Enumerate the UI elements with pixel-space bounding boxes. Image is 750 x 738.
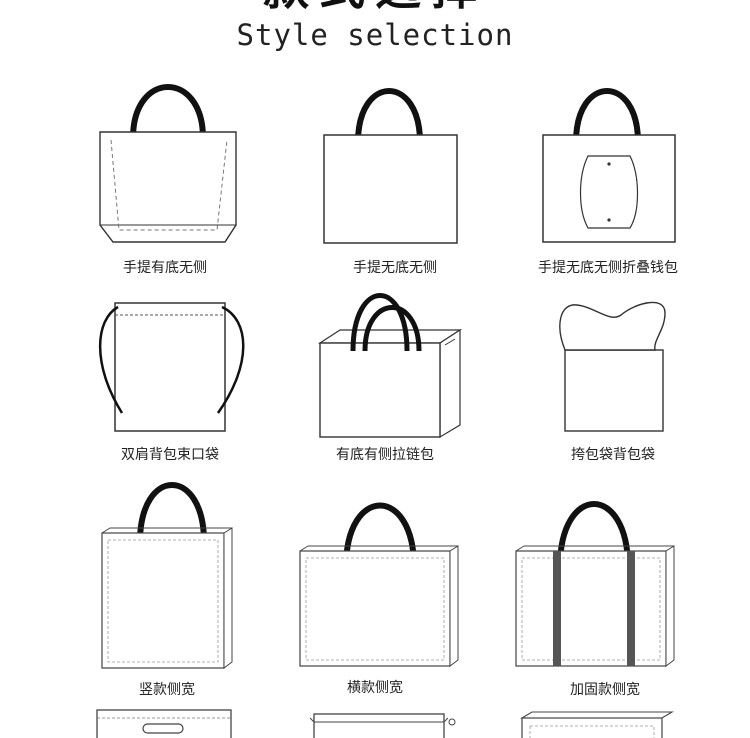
drawstring-backpack-icon [98, 302, 245, 432]
page-title-cn: 款式选择 [0, 0, 750, 10]
drawstring-flat-bag-icon [309, 713, 456, 738]
bag-satchel-backpack[interactable] [555, 295, 675, 435]
bag-foldable-wallet[interactable] [540, 80, 680, 250]
style-label: 双肩背包束口袋 [121, 447, 219, 463]
style-label: 加固款侧宽 [570, 682, 640, 698]
tote-no-bottom-no-side-icon [323, 88, 458, 244]
style-label: 有底有侧拉链包 [336, 447, 434, 463]
tote-bottom-no-side-icon [99, 84, 237, 243]
bag-drawstring-flat[interactable] [308, 708, 458, 738]
bag-tote-bottom-no-side[interactable] [95, 80, 245, 250]
bag-zipper-tote[interactable] [315, 285, 465, 439]
style-label: 手提有底无侧 [123, 260, 207, 276]
foldable-wallet-bag-icon [542, 88, 676, 243]
style-label: 手提无底无侧折叠钱包 [538, 260, 678, 276]
zipper-tote-icon [317, 293, 463, 439]
bag-die-cut-handle[interactable] [95, 708, 235, 738]
bag-box-gusset[interactable] [512, 708, 677, 738]
bag-vertical-gusset[interactable] [100, 478, 240, 673]
style-label: 挎包袋背包袋 [571, 447, 655, 463]
bag-horizontal-gusset[interactable] [298, 495, 463, 670]
style-label: 竖款侧宽 [139, 682, 195, 698]
reinforced-gusset-bag-icon [515, 501, 675, 667]
bag-drawstring-backpack[interactable] [90, 295, 260, 435]
bag-tote-no-bottom-no-side[interactable] [320, 80, 460, 250]
style-label: 横款侧宽 [347, 680, 403, 696]
bag-reinforced-gusset[interactable] [514, 495, 679, 670]
box-gusset-bag-icon [520, 711, 674, 738]
style-label: 手提无底无侧 [353, 260, 437, 276]
horizontal-gusset-bag-icon [299, 502, 459, 667]
page-title-en: Style selection [236, 18, 514, 52]
satchel-backpack-icon [559, 301, 666, 432]
die-cut-handle-bag-icon [96, 709, 232, 738]
vertical-gusset-bag-icon [101, 482, 233, 669]
